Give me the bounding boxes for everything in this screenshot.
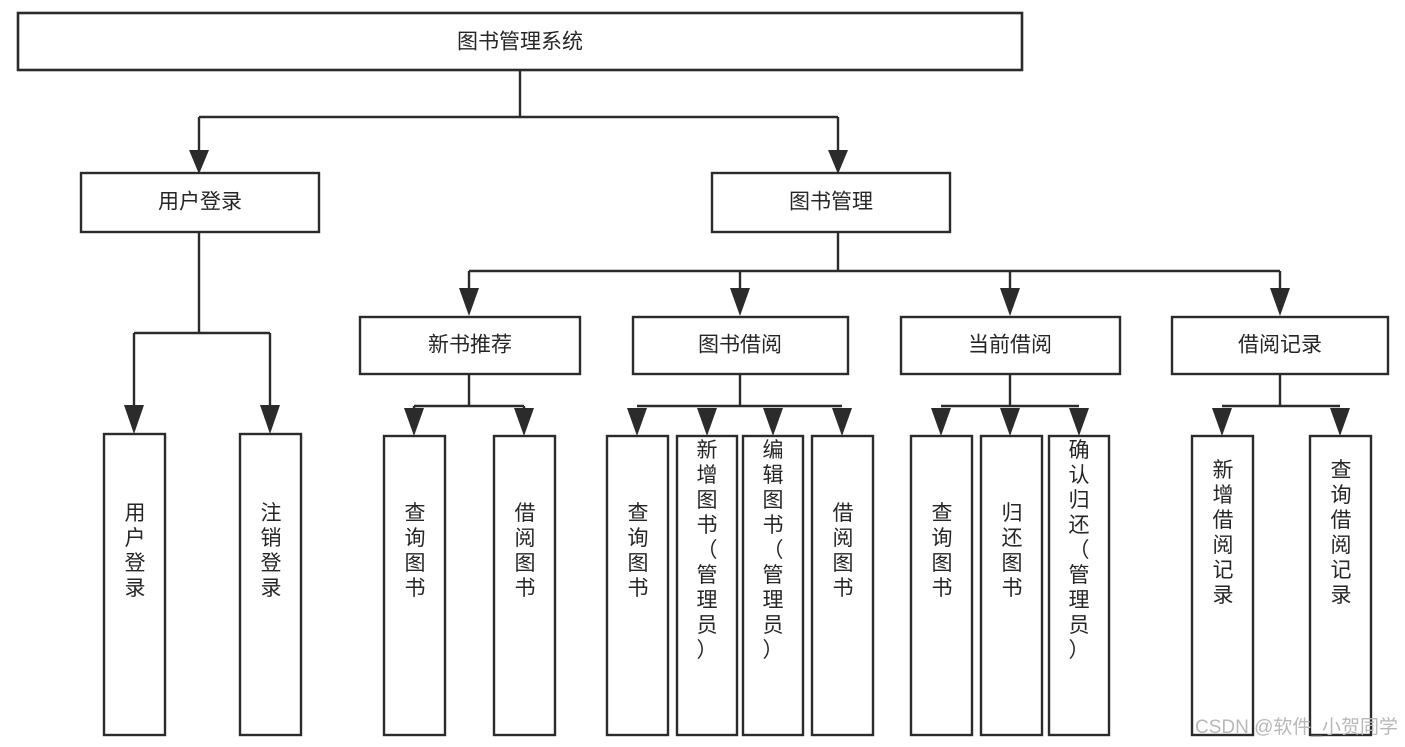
node-borrow-record[interactable]: 借阅记录 <box>1170 315 1390 376</box>
leaf-borrow-book-newrec-box[interactable] <box>492 434 557 737</box>
leaf-add-book-admin[interactable]: 新增图书（管理员） <box>675 434 739 737</box>
arrowhead-newbook-leaf1 <box>404 408 424 436</box>
arrowhead-borrowrecord-leaf1 <box>1212 408 1232 436</box>
arrowhead-bookborrow-leaf4 <box>832 408 852 436</box>
leaf-add-book-admin-label: 新增图书（管理员） <box>697 439 718 662</box>
leaf-user-login-label: 用户登录 <box>125 502 146 600</box>
leaf-add-borrow-record[interactable]: 新增借阅记录 <box>1190 434 1255 737</box>
node-borrow-record-box[interactable] <box>1170 315 1390 376</box>
leaf-return-book-box[interactable] <box>979 434 1044 737</box>
leaf-query-book-newrec-box[interactable] <box>382 434 447 737</box>
leaf-query-book-current[interactable]: 查询图书 <box>909 434 974 737</box>
arrowhead-currentborrow-leaf2 <box>1000 408 1020 436</box>
leaf-edit-book-admin-label: 编辑图书（管理员） <box>763 439 784 662</box>
node-book-borrow-box[interactable] <box>631 315 850 376</box>
leaf-add-borrow-record-label: 新增借阅记录 <box>1213 459 1234 607</box>
node-current-borrow[interactable]: 当前借阅 <box>899 315 1122 376</box>
leaf-borrow-book-borrow[interactable]: 借阅图书 <box>810 434 875 737</box>
leaf-query-borrow-record-box[interactable] <box>1308 434 1373 737</box>
arrowhead-book-borrow <box>730 288 750 316</box>
leaf-borrow-book-newrec-label: 借阅图书 <box>515 502 536 600</box>
node-root-label: 图书管理系统 <box>457 31 583 54</box>
arrowhead-borrow-record <box>1270 288 1290 316</box>
node-root[interactable]: 图书管理系统 <box>16 11 1024 72</box>
node-book-management-label: 图书管理 <box>789 191 873 214</box>
arrowhead-bookborrow-leaf1 <box>627 408 647 436</box>
leaf-query-borrow-record[interactable]: 查询借阅记录 <box>1308 434 1373 737</box>
arrowhead-bookborrow-leaf3 <box>763 408 783 436</box>
node-book-borrow[interactable]: 图书借阅 <box>631 315 850 376</box>
node-user-login-label: 用户登录 <box>158 191 242 214</box>
leaf-borrow-book-borrow-label: 借阅图书 <box>833 502 854 600</box>
arrowhead-borrowrecord-leaf2 <box>1330 408 1350 436</box>
leaf-logout-label: 注销登录 <box>261 502 282 600</box>
leaf-user-login-box[interactable] <box>102 432 167 737</box>
leaf-query-book-newrec-label: 查询图书 <box>405 502 426 600</box>
arrowhead-new-book-rec <box>459 288 479 316</box>
arrowhead-leaf-logout <box>260 405 280 434</box>
node-book-management-box[interactable] <box>710 171 952 234</box>
arrowhead-currentborrow-leaf1 <box>931 408 951 436</box>
leaf-query-book-borrow-label: 查询图书 <box>628 502 649 600</box>
leaf-edit-book-admin[interactable]: 编辑图书（管理员） <box>741 434 805 737</box>
leaf-confirm-return-admin-label: 确认归还（管理员） <box>1069 439 1090 662</box>
leaf-logout-box[interactable] <box>238 432 303 737</box>
leaf-query-book-borrow-box[interactable] <box>605 434 670 737</box>
leaf-borrow-book-newrec[interactable]: 借阅图书 <box>492 434 557 737</box>
leaf-return-book-label: 归还图书 <box>1002 502 1023 600</box>
node-user-login[interactable]: 用户登录 <box>79 171 321 234</box>
leaf-borrow-book-borrow-box[interactable] <box>810 434 875 737</box>
node-new-book-recommend[interactable]: 新书推荐 <box>358 315 582 376</box>
node-book-borrow-label: 图书借阅 <box>698 334 782 357</box>
node-user-login-box[interactable] <box>79 171 321 234</box>
arrowhead-leaf-user-login <box>124 405 144 434</box>
node-new-book-recommend-label: 新书推荐 <box>428 334 512 357</box>
leaf-return-book[interactable]: 归还图书 <box>979 434 1044 737</box>
arrowhead-user-login <box>189 150 209 174</box>
node-borrow-record-label: 借阅记录 <box>1238 334 1322 357</box>
watermark-label: CSDN @软件_小贺同学 <box>1195 716 1398 738</box>
node-current-borrow-label: 当前借阅 <box>968 334 1052 357</box>
leaf-edit-book-admin-box[interactable] <box>741 434 805 737</box>
arrowhead-newbook-leaf2 <box>514 408 534 436</box>
leaf-add-borrow-record-box[interactable] <box>1190 434 1255 737</box>
node-book-management[interactable]: 图书管理 <box>710 171 952 234</box>
arrowhead-currentborrow-leaf3 <box>1069 408 1089 436</box>
node-new-book-recommend-box[interactable] <box>358 315 582 376</box>
leaf-add-book-admin-box[interactable] <box>675 434 739 737</box>
leaf-user-login[interactable]: 用户登录 <box>102 432 167 737</box>
arrowhead-bookborrow-leaf2 <box>697 408 717 436</box>
leaf-query-book-current-label: 查询图书 <box>932 502 953 600</box>
node-root-box[interactable] <box>16 11 1024 72</box>
leaf-query-book-newrec[interactable]: 查询图书 <box>382 434 447 737</box>
connector-layer <box>124 70 1350 436</box>
node-current-borrow-box[interactable] <box>899 315 1122 376</box>
arrowhead-current-borrow <box>1000 288 1020 316</box>
arrowhead-book-mgmt <box>828 150 848 174</box>
leaf-query-book-current-box[interactable] <box>909 434 974 737</box>
leaf-query-borrow-record-label: 查询借阅记录 <box>1331 459 1352 607</box>
leaf-confirm-return-admin-box[interactable] <box>1047 434 1111 737</box>
leaf-logout[interactable]: 注销登录 <box>238 432 303 737</box>
leaf-query-book-borrow[interactable]: 查询图书 <box>605 434 670 737</box>
leaf-confirm-return-admin[interactable]: 确认归还（管理员） <box>1047 434 1111 737</box>
